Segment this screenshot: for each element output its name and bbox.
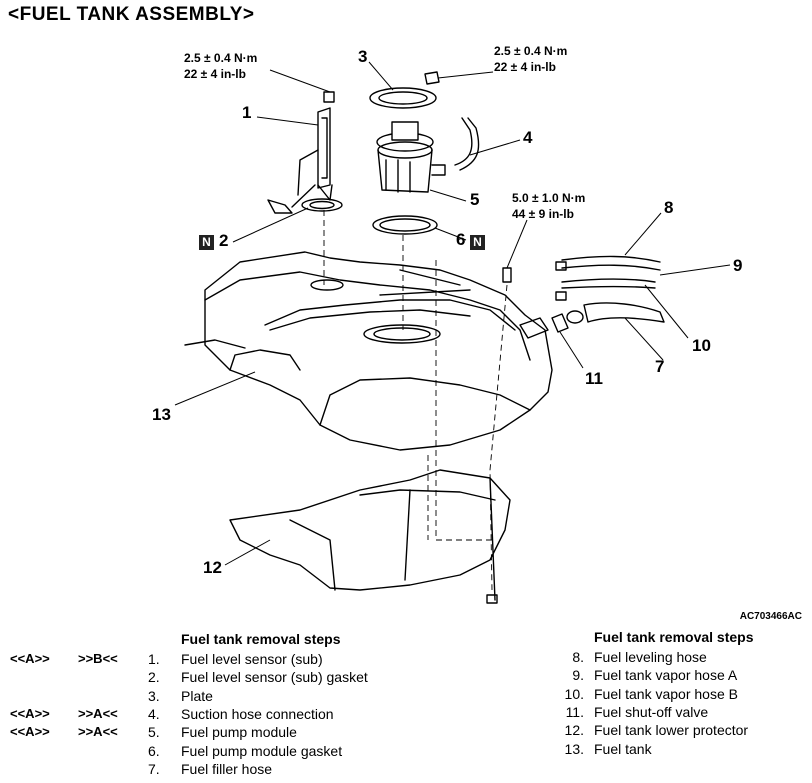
figure-code: AC703466AC <box>739 611 802 622</box>
torque-nm: 5.0 ± 1.0 N·m <box>512 191 586 205</box>
right-steps-heading: Fuel tank removal steps <box>594 629 754 645</box>
step-text: Fuel filler hose <box>181 760 273 777</box>
step-number: 5. <box>148 724 160 741</box>
step-text: Fuel level sensor (sub) <box>181 651 323 667</box>
callout-7: 7 <box>655 357 665 376</box>
callout-6: 6 <box>456 230 466 249</box>
step-service-code-a: <<A>> <box>10 705 50 721</box>
callout-8: 8 <box>664 198 674 217</box>
fuel-tank-shape <box>204 251 553 451</box>
step-number: 3. <box>148 687 160 704</box>
torque-spec-2: 2.5 ± 0.4 N·m 22 ± 4 in-lb <box>494 43 567 75</box>
step-number: 12. <box>564 722 584 739</box>
torque-nm: 2.5 ± 0.4 N·m <box>494 44 568 58</box>
callout-3: 3 <box>358 47 368 66</box>
step-number: 7. <box>148 760 160 777</box>
callout-9: 9 <box>733 256 743 275</box>
n-badge-2: N <box>199 233 214 251</box>
callout-1: 1 <box>242 103 252 122</box>
page-title: <FUEL TANK ASSEMBLY> <box>8 4 255 25</box>
callout-4: 4 <box>523 128 533 147</box>
step-number: 2. <box>148 669 160 686</box>
step-number: 13. <box>564 740 584 757</box>
callout-5: 5 <box>470 190 480 209</box>
step-text: Fuel tank vapor hose A <box>594 667 738 684</box>
step-service-code-a: <<A>> <box>10 651 50 666</box>
step-service-code-b: >>A<< <box>78 724 118 740</box>
step-text: Suction hose connection <box>181 705 334 722</box>
fuel-tank-exploded-diagram <box>174 61 731 604</box>
step-text: Fuel level sensor (sub) gasket <box>181 669 368 686</box>
torque-inlb: 22 ± 4 in-lb <box>494 60 556 74</box>
step-text: Fuel pump module <box>181 724 297 741</box>
step-text: Fuel pump module gasket <box>181 742 343 759</box>
callout-2: 2 <box>219 231 229 250</box>
torque-inlb: 44 ± 9 in-lb <box>512 207 574 221</box>
lower-protector-shape <box>229 469 511 591</box>
n-badge-6: N <box>470 233 485 251</box>
step-number: 9. <box>572 667 584 684</box>
step-text: Fuel tank <box>594 740 652 757</box>
step-service-code-a: <<A>> <box>10 724 50 740</box>
torque-inlb: 22 ± 4 in-lb <box>184 67 246 81</box>
callout-13: 13 <box>152 405 171 424</box>
callout-12: 12 <box>203 558 222 577</box>
torque-nm: 2.5 ± 0.4 N·m <box>184 51 258 65</box>
step-number: 10. <box>564 685 584 702</box>
step-text: Fuel shut-off valve <box>594 703 709 720</box>
step-number: 1. <box>148 651 160 667</box>
step-text: Fuel tank lower protector <box>594 722 749 739</box>
callout-10: 10 <box>692 336 711 355</box>
step-service-code-b: >>A<< <box>78 705 118 721</box>
step-number: 8. <box>572 649 584 665</box>
step-number: 6. <box>148 742 160 759</box>
torque-spec-3: 5.0 ± 1.0 N·m 44 ± 9 in-lb <box>512 190 585 222</box>
step-text: Plate <box>181 687 213 704</box>
step-number: 4. <box>148 705 160 722</box>
step-service-code-b: >>B<< <box>78 651 118 666</box>
step-text: Fuel tank vapor hose B <box>594 685 738 702</box>
left-steps-heading: Fuel tank removal steps <box>181 631 341 647</box>
torque-spec-1: 2.5 ± 0.4 N·m 22 ± 4 in-lb <box>184 50 257 82</box>
step-text: Fuel leveling hose <box>594 649 707 665</box>
callout-11: 11 <box>585 369 603 388</box>
step-number: 11. <box>565 703 584 720</box>
